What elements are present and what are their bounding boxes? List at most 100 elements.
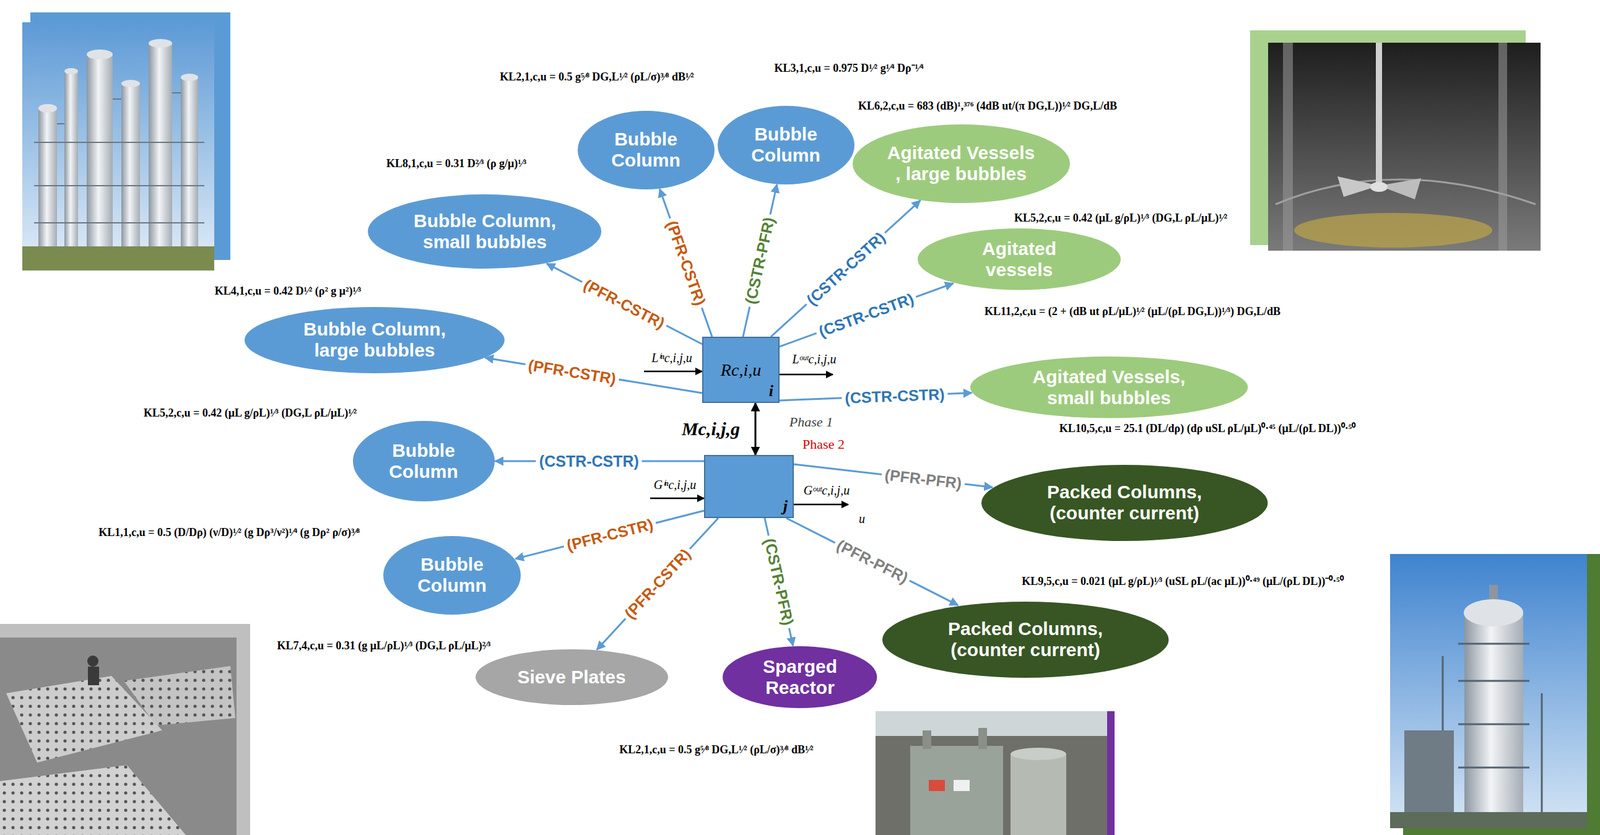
reactor-model-label: (PFR-CSTR) [523, 355, 621, 389]
reactor-model-label: (CSTR-CSTR) [800, 226, 892, 312]
rate-label: Rc,i,u [720, 360, 761, 381]
ellipse-shape [352, 421, 495, 502]
node-text-wrap: Packed Columns, (counter current) [1025, 481, 1224, 524]
phase-box: j [704, 455, 794, 519]
node-label: Bubble Column [377, 440, 470, 482]
bubble-column-ellipse: Bubble Column, large bubbles [243, 306, 506, 374]
reactor-model-label: (CSTR-CSTR) [841, 385, 948, 408]
phase-index: i [769, 383, 774, 400]
ellipse-shape [244, 307, 505, 374]
stream-label: Lᵒᵘᵗc,i,j,u [791, 351, 836, 368]
reactor-model-label: (PFR-CSTR) [661, 215, 711, 311]
reactor-model-label: (CSTR-PFR) [759, 533, 798, 631]
mass-transfer-formula: KL11,2,c,u = (2 + (dB ut ρL/μL)¹⁄² (μL/(… [984, 304, 1281, 319]
mass-transfer-formula: KL5,2,c,u = 0.42 (μL g/ρL)¹⁄³ (DG,L ρL/μ… [1014, 211, 1228, 226]
mass-transfer-formula: KL2,1,c,u = 0.5 g⁵⁄⁸ DG,L¹⁄² (ρL/σ)³⁄⁸ d… [619, 743, 814, 758]
flow-connector [786, 518, 958, 606]
node-text-wrap: Bubble Column [739, 123, 833, 166]
mass-transfer-formula: KL10,5,c,u = 25.1 (DL/dρ) (dρ uSL ρL/μL)… [1059, 421, 1356, 436]
node-label: Sieve Plates [517, 666, 626, 688]
node-text-wrap: Agitated vessels [957, 238, 1082, 280]
stream-label: Gᵒᵘᵗc,i,j,u [803, 482, 850, 499]
node-label: Bubble Column [739, 123, 833, 166]
node-text-wrap: Bubble Column, large bubbles [284, 318, 465, 361]
reactor-model-label: (PFR-CSTR) [561, 514, 658, 556]
reactor-model-label: (CSTR-CSTR) [536, 452, 643, 471]
phase-label: Phase 1 [789, 413, 833, 431]
flow-connector [659, 188, 713, 337]
ellipse-shape [970, 356, 1248, 418]
node-text-wrap: Bubble Column [377, 440, 470, 482]
node-text-wrap: Bubble Column [405, 554, 499, 596]
agitated-vessel-ellipse: Agitated Vessels , large bubbles [852, 123, 1071, 204]
node-label: Bubble Column [405, 554, 499, 596]
node-label: Bubble Column, small bubbles [404, 210, 566, 253]
ellipse-shape [475, 649, 669, 706]
node-text-wrap: Sparged Reactor [747, 656, 853, 698]
node-text-wrap: Bubble Column, small bubbles [404, 210, 566, 253]
sparged-reactor-ellipse: Sparged Reactor [721, 645, 878, 709]
flow-connector [754, 403, 757, 456]
stream-label: Lⁱⁿc,i,j,u [651, 350, 692, 366]
mass-transfer-formula: KL9,5,c,u = 0.021 (μL g/ρL)¹⁄³ (uSL ρL/(… [1021, 574, 1344, 589]
node-label: Sparged Reactor [747, 656, 853, 698]
bubble-column-ellipse: Bubble Column [352, 420, 496, 503]
packed-column-ellipse: Packed Columns, (counter current) [881, 601, 1170, 679]
phase-index: j [783, 498, 788, 515]
agitated-vessel-ellipse: Agitated Vessels, small bubbles [969, 356, 1249, 419]
node-label: Agitated vessels [957, 238, 1082, 280]
mass-transfer-label: Mc,i,j,g [678, 418, 744, 441]
ellipse-shape [717, 105, 855, 185]
node-label: Bubble Column [599, 128, 693, 171]
node-label: Agitated Vessels , large bubbles [886, 142, 1036, 184]
reactor-model-label: (CSTR-CSTR) [813, 288, 920, 342]
ellipse-shape [577, 110, 715, 190]
liquid-inlet-arrow [643, 370, 703, 373]
ellipse-shape [917, 228, 1121, 290]
gas-inlet-arrow [650, 497, 705, 500]
agitated-vessel-photo [1250, 30, 1541, 251]
mass-transfer-formula: KL3,1,c,u = 0.975 D¹⁄² g¹⁄⁴ Dρ⁻¹⁄⁴ [774, 61, 924, 76]
node-label: Bubble Column, large bubbles [284, 318, 465, 361]
mass-transfer-formula: KL4,1,c,u = 0.42 D¹⁄² (ρ² g μ²)¹⁄³ [214, 284, 361, 299]
reactor-model-label: (CSTR-PFR) [741, 212, 779, 309]
mass-transfer-formula: KL5,2,c,u = 0.42 (μL g/ρL)¹⁄³ (DG,L ρL/μ… [143, 406, 357, 421]
phase-box: Rc,i,u i [702, 336, 780, 404]
stream-label: Gⁱⁿc,i,j,u [653, 477, 697, 493]
bubble-column-ellipse: Bubble Column [717, 105, 856, 186]
mass-transfer-formula: KL1,1,c,u = 0.5 (D/Dρ) (ν/D)¹⁄² (g Dρ³/ν… [98, 525, 360, 540]
bubble-column-ellipse: Bubble Column [382, 535, 522, 616]
sieve-plates-photo [0, 624, 251, 835]
mass-transfer-formula: KL7,4,c,u = 0.31 (g μL/ρL)¹⁄³ (DG,L ρL/μ… [276, 639, 491, 654]
mass-transfer-formula: KL6,2,c,u = 683 (dB)¹,³⁷⁶ (4dB ut/(π DG,… [858, 99, 1118, 114]
mass-transfer-formula: KL8,1,c,u = 0.31 D²⁄³ (ρ g/μ)¹⁄³ [386, 156, 527, 171]
flow-connector [546, 263, 703, 345]
unit-label: u [858, 511, 866, 527]
sieve-plate-ellipse: Sieve Plates [474, 648, 669, 706]
agitated-vessel-ellipse: Agitated vessels [917, 227, 1122, 291]
node-label: Packed Columns, (counter current) [926, 618, 1125, 661]
reactor-model-label: (PFR-PFR) [830, 534, 914, 589]
distillation-towers-photo [22, 12, 231, 271]
ellipse-shape [882, 601, 1169, 679]
reactor-model-label: (PFR-PFR) [880, 465, 966, 493]
node-text-wrap: Sieve Plates [517, 666, 626, 688]
node-label: Packed Columns, (counter current) [1025, 481, 1224, 524]
ellipse-shape [981, 465, 1268, 542]
reactor-model-label: (PFR-CSTR) [619, 543, 697, 625]
node-text-wrap: Packed Columns, (counter current) [926, 618, 1125, 661]
ellipse-shape [367, 194, 602, 269]
packed-column-photo [1390, 554, 1600, 835]
ellipse-shape [383, 536, 521, 615]
ellipse-shape [852, 124, 1070, 204]
mass-transfer-formula: KL2,1,c,u = 0.5 g⁵⁄⁸ DG,L¹⁄² (ρL/σ)³⁄⁸ d… [499, 69, 694, 85]
node-label: Agitated Vessels, small bubbles [1013, 366, 1205, 409]
sparged-reactor-photo [875, 711, 1115, 835]
bubble-column-ellipse: Bubble Column, small bubbles [367, 193, 602, 270]
node-text-wrap: Agitated Vessels , large bubbles [886, 142, 1036, 184]
reactor-model-label: (PFR-CSTR) [578, 274, 671, 334]
node-text-wrap: Agitated Vessels, small bubbles [1013, 366, 1205, 409]
packed-column-ellipse: Packed Columns, (counter current) [980, 464, 1269, 542]
liquid-outlet-arrow [779, 373, 833, 376]
